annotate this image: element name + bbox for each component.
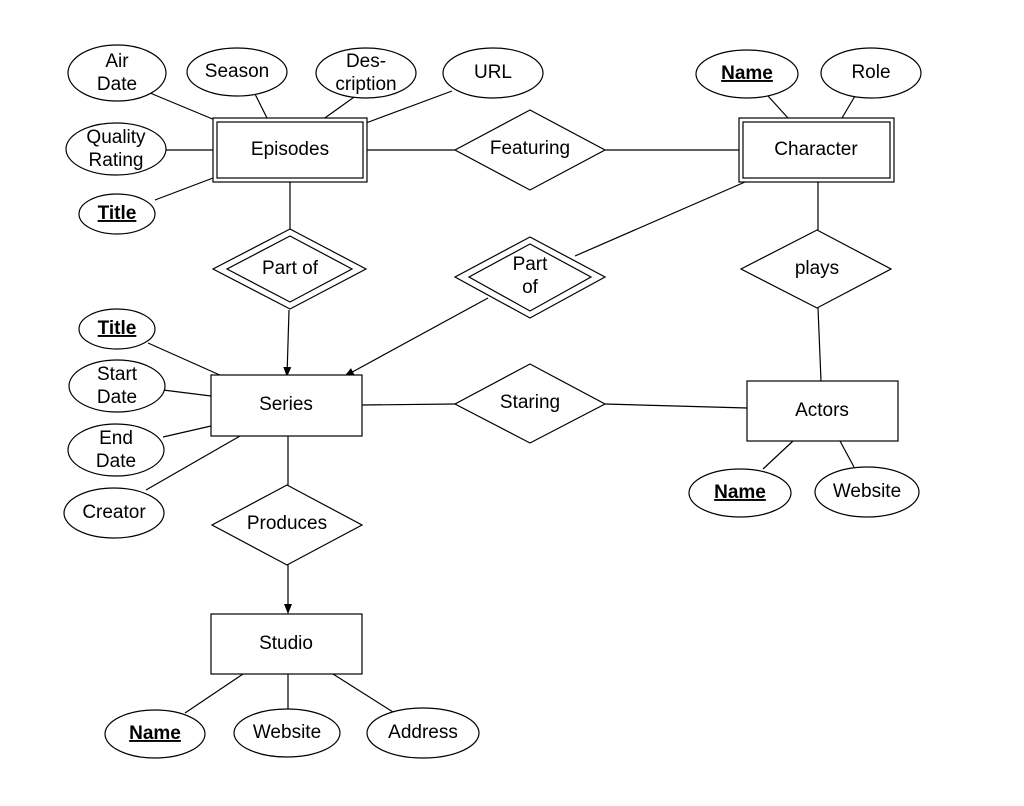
connector-series-start-date (162, 389, 212, 397)
attribute-start-date-line2: Date (97, 387, 137, 408)
attribute-episodes-title: Title (78, 193, 156, 235)
attribute-series-title-label: Title (98, 318, 137, 339)
relationship-plays: plays (739, 229, 893, 309)
connector-series-creator (145, 435, 241, 491)
attribute-end-date-line2: Date (96, 451, 136, 472)
entity-studio: Studio (210, 613, 363, 675)
connector-series-end-date (162, 425, 212, 438)
attribute-air-date-line2: Date (97, 74, 137, 95)
attribute-quality-rating-line2: Rating (89, 150, 144, 171)
connector-character-name (767, 95, 789, 119)
arrow-part-of-series (283, 309, 292, 377)
attribute-creator: Creator (63, 487, 165, 539)
relationship-part-of-character-label-line2: of (522, 277, 539, 298)
relationship-featuring: Featuring (453, 109, 607, 191)
attribute-series-title: Title (78, 308, 156, 350)
connectors (145, 90, 856, 714)
connector-studio-address (332, 673, 394, 713)
attribute-air-date-line1: Air (105, 51, 129, 72)
entity-character: Character (738, 117, 895, 183)
attribute-character-role: Role (820, 47, 922, 99)
attribute-description-line1: Des- (346, 51, 386, 72)
attribute-season-label: Season (205, 61, 269, 82)
relationship-part-of-label: Part of (262, 258, 319, 279)
connector-episodes-description (321, 94, 358, 121)
connector-episodes-url (365, 90, 453, 124)
entity-series: Series (210, 374, 363, 437)
attribute-studio-address: Address (366, 707, 480, 759)
arrow-part-of-character-series (344, 297, 489, 377)
attribute-actors-website: Website (814, 466, 920, 518)
attribute-character-role-label: Role (851, 62, 890, 83)
entity-character-label: Character (774, 139, 858, 160)
relationship-staring: Staring (453, 363, 607, 444)
connector-character-part-of (574, 181, 746, 257)
connector-episodes-title (154, 177, 214, 201)
attribute-air-date: Air Date (67, 44, 167, 102)
connector-actors-name (762, 440, 794, 470)
attribute-quality-rating: Quality Rating (65, 122, 167, 176)
entity-episodes: Episodes (212, 117, 368, 183)
attribute-actors-name: Name (688, 468, 792, 518)
attribute-actors-website-label: Website (833, 481, 901, 502)
attribute-end-date: End Date (67, 423, 165, 477)
attribute-creator-label: Creator (82, 502, 146, 523)
attribute-end-date-line1: End (99, 428, 133, 449)
relationship-part-of-character-label-line1: Part (513, 254, 549, 275)
attribute-start-date-line1: Start (97, 364, 138, 385)
relationship-produces-label: Produces (247, 513, 327, 534)
attribute-url-label: URL (474, 62, 512, 83)
attribute-description: Des- cription (315, 47, 417, 99)
attribute-quality-rating-line1: Quality (86, 127, 146, 148)
connector-plays-actors (817, 307, 822, 382)
entity-series-label: Series (259, 394, 313, 415)
entity-studio-label: Studio (259, 633, 313, 654)
connector-episodes-air-date (149, 92, 216, 121)
attribute-character-name: Name (695, 49, 799, 99)
attribute-studio-website-label: Website (253, 722, 321, 743)
relationship-staring-label: Staring (500, 392, 560, 413)
attribute-studio-name-label: Name (129, 723, 181, 744)
connector-character-role (841, 95, 856, 119)
attribute-studio-address-label: Address (388, 722, 458, 743)
attribute-season: Season (186, 47, 288, 97)
attribute-episodes-title-label: Title (98, 203, 137, 224)
connector-staring-actors (604, 403, 748, 409)
connector-actors-website (839, 440, 855, 468)
attribute-start-date: Start Date (68, 359, 166, 413)
attribute-studio-website: Website (233, 708, 341, 758)
attribute-studio-name: Name (104, 709, 206, 759)
attribute-description-line2: cription (335, 74, 396, 95)
connector-studio-name (184, 673, 244, 714)
relationship-plays-label: plays (795, 258, 839, 279)
relationship-part-of-episodes: Part of (211, 228, 368, 310)
entity-actors: Actors (746, 380, 899, 442)
relationship-part-of-character: Part of (453, 236, 607, 319)
entity-actors-label: Actors (795, 400, 849, 421)
connector-episodes-season (254, 93, 269, 121)
entity-episodes-label: Episodes (251, 139, 329, 160)
relationship-produces: Produces (210, 484, 364, 566)
connector-series-title (147, 342, 223, 377)
attribute-url: URL (442, 47, 544, 99)
connector-series-staring (361, 403, 456, 406)
attribute-character-name-label: Name (721, 63, 773, 84)
relationship-featuring-label: Featuring (490, 138, 570, 159)
attribute-actors-name-label: Name (714, 482, 766, 503)
